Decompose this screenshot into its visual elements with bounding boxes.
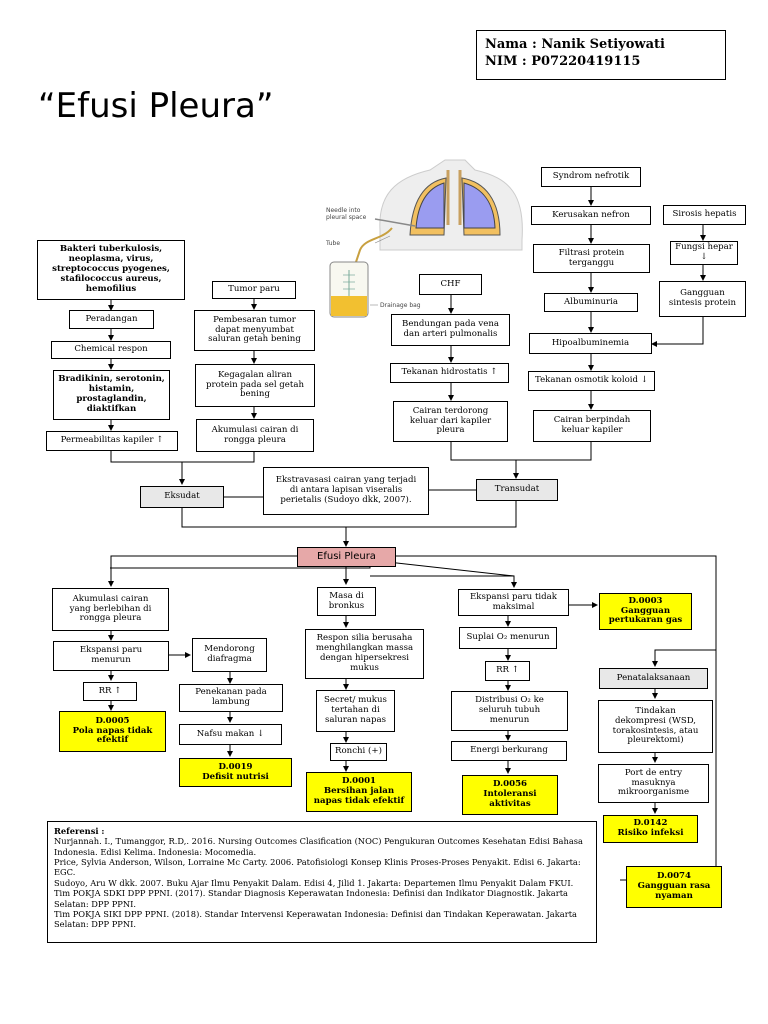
node-d0001: D.0001 Bersihan jalan napas tidak efekti… (306, 772, 412, 812)
node-tekanan-hidrostatis: Tekanan hidrostatis ↑ (390, 363, 509, 383)
node-filtrasi-protein: Filtrasi protein terganggu (533, 244, 650, 273)
node-d0005: D.0005 Pola napas tidak efektif (59, 711, 166, 752)
node-d0003: D.0003 Gangguan pertukaran gas (599, 593, 692, 630)
node-tekanan-osmotik: Tekanan osmotik koloid ↓ (528, 371, 655, 391)
node-bendungan: Bendungan pada vena dan arteri pulmonali… (391, 314, 510, 346)
node-masa-bronkus: Masa di bronkus (317, 587, 376, 616)
node-syndrom-nefrotik: Syndrom nefrotik (541, 167, 641, 187)
node-pembesaran-tumor: Pembesaran tumor dapat menyumbat saluran… (194, 310, 315, 351)
node-port-de-entry: Port de entry masuknya mikroorganisme (598, 764, 709, 803)
node-rr-1: RR ↑ (83, 682, 137, 701)
drainage-bag-label: Drainage bag (380, 302, 421, 309)
node-peradangan: Peradangan (69, 310, 154, 329)
left-lung (409, 177, 447, 236)
node-cairan-berpindah: Cairan berpindah keluar kapiler (533, 410, 651, 442)
tube-label: Tube (326, 240, 341, 247)
node-tumor-paru: Tumor paru (212, 281, 296, 299)
node-nafsu-makan: Nafsu makan ↓ (179, 724, 282, 745)
node-energi-berkurang: Energi berkurang (451, 741, 567, 761)
node-ekspansi-menurun: Ekspansi paru menurun (53, 641, 169, 671)
node-respon-silia: Respon silia berusaha menghilangkan mass… (305, 629, 424, 679)
node-chf: CHF (419, 274, 482, 295)
node-d0019: D.0019 Defisit nutrisi (179, 758, 292, 787)
node-kegagalan-aliran: Kegagalan aliran protein pada sel getah … (195, 364, 315, 407)
references-heading: Referensi : (54, 826, 105, 836)
node-gangguan-sintesis: Gangguan sintesis protein (659, 281, 746, 317)
node-akumulasi-rongga: Akumulasi cairan di rongga pleura (196, 419, 314, 452)
node-ekspansi-tidak-maksimal: Ekspansi paru tidak maksimal (458, 589, 569, 616)
node-rr-2: RR ↑ (485, 661, 530, 681)
student-name: Nama : Nanik Setiyowati (485, 37, 665, 52)
node-distribusi-o2: Distribusi O₂ ke seluruh tubuh menurun (451, 691, 568, 731)
right-lung (461, 177, 501, 236)
reference-item: Price, Sylvia Anderson, Wilson, Lorraine… (54, 857, 581, 878)
node-permeabilitas: Permeabilitas kapiler ↑ (46, 431, 178, 451)
node-d0074: D.0074 Gangguan rasa nyaman (626, 866, 722, 908)
node-tindakan-dekompresi: Tindakan dekompresi (WSD, torakosintesis… (598, 700, 713, 753)
node-d0142: D.0142 Risiko infeksi (603, 815, 698, 843)
needle-label: Needle into pleural space (326, 207, 367, 221)
node-fungsi-hepar: Fungsi hepar ↓ (670, 241, 738, 265)
node-hipoalbuminemia: Hipoalbuminemia (529, 333, 652, 354)
node-akumulasi-berlebihan: Akumulasi cairan yang berlebihan di rong… (52, 588, 169, 631)
references-box: Referensi : Nurjannah. I., Tumanggor, R.… (47, 821, 597, 943)
student-info-box: Nama : Nanik Setiyowati NIM : P072204191… (476, 30, 726, 80)
node-kerusakan-nefron: Kerusakan nefron (531, 206, 651, 225)
node-efusi-pleura: Efusi Pleura (297, 547, 396, 567)
node-albuminuria: Albuminuria (544, 293, 638, 312)
node-cairan-terdorong: Cairan terdorong keluar dari kapiler ple… (393, 401, 508, 442)
node-ekstravasasi: Ekstravasasi cairan yang terjadi di anta… (263, 467, 429, 515)
node-d0056: D.0056 Intoleransi aktivitas (462, 775, 558, 815)
node-penatalaksanaan: Penatalaksanaan (599, 668, 708, 689)
node-bakteri: Bakteri tuberkulosis, neoplasma, virus, … (37, 240, 185, 300)
node-eksudat: Eksudat (140, 486, 224, 508)
node-ronchi: Ronchi (+) (330, 743, 387, 761)
node-sirosis-hepatis: Sirosis hepatis (663, 205, 746, 225)
node-transudat: Transudat (476, 479, 558, 501)
reference-item: Tim POKJA SDKI DPP PPNI. (2017). Standar… (54, 888, 568, 909)
node-mendorong-diafragma: Mendorong diafragma (192, 638, 267, 672)
node-penekanan-lambung: Penekanan pada lambung (179, 684, 283, 712)
node-bradikinin: Bradikinin, serotonin, histamin, prostag… (53, 370, 170, 420)
node-chemical-respon: Chemical respon (51, 341, 171, 359)
student-nim: NIM : P07220419115 (485, 54, 641, 69)
reference-item: Tim POKJA SIKI DPP PPNI. (2018). Standar… (54, 908, 577, 930)
reference-item: Nurjannah. I., Tumanggor, R.D,. 2016. Nu… (54, 836, 583, 857)
node-suplai-o2: Suplai O₂ menurun (459, 627, 557, 649)
node-secret-mukus: Secret/ mukus tertahan di saluran napas (316, 690, 395, 732)
page-title: “Efusi Pleura” (38, 86, 274, 126)
reference-item: Sudoyo, Aru W dkk. 2007. Buku Ajar Ilmu … (54, 877, 574, 888)
